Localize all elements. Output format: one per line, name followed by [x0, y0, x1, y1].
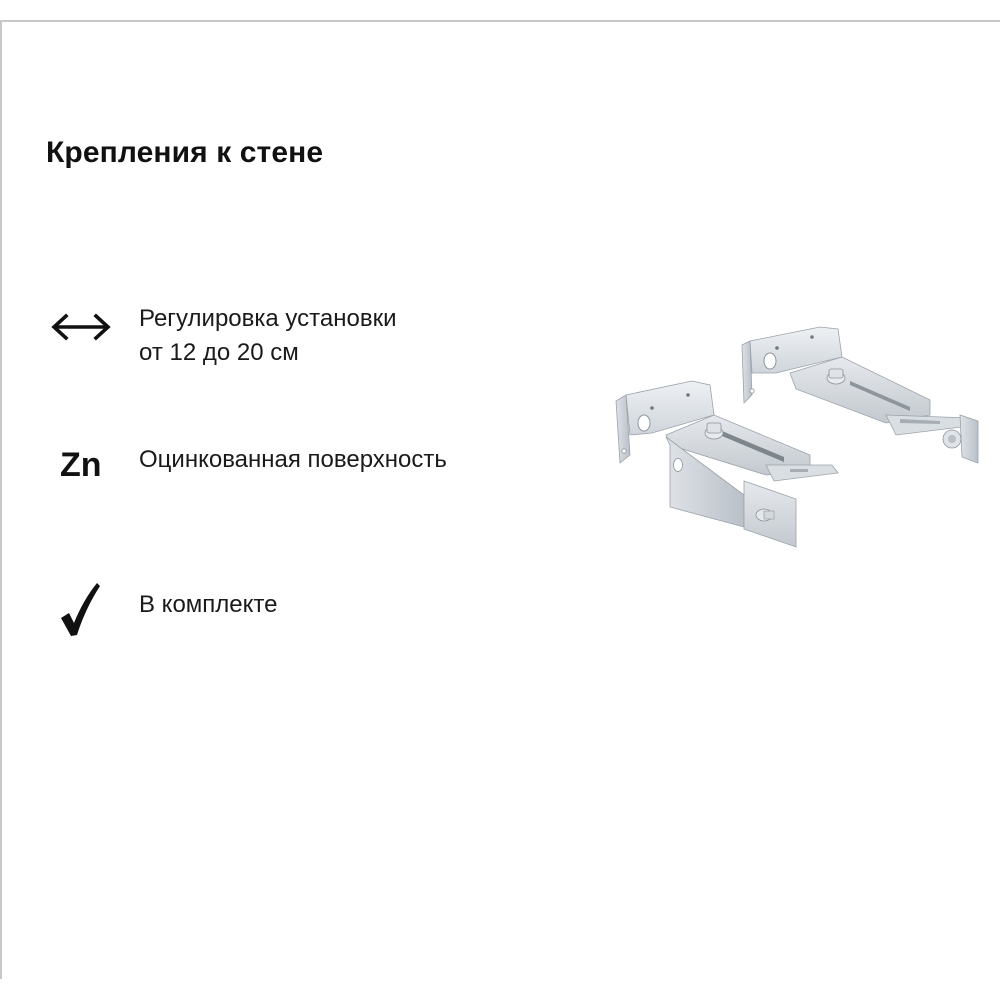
feature-included-text: В комплекте [139, 588, 277, 622]
feature-zinc-line-1: Оцинкованная поверхность [139, 446, 447, 473]
feature-zinc-text: Оцинкованная поверхность [139, 443, 447, 477]
bracket-front [615, 380, 839, 548]
feature-included-line-1: В комплекте [139, 591, 278, 618]
zinc-symbol-icon: Zn [60, 446, 102, 484]
product-image-wall-brackets [600, 315, 990, 555]
feature-adjustment-line-2: от 12 до 20 см [139, 339, 299, 366]
bracket-back [741, 326, 979, 464]
page-title: Крепления к стене [46, 136, 324, 169]
double-arrow-horizontal-icon [50, 313, 112, 341]
feature-adjustment-line-1: Регулировка установки [139, 305, 397, 332]
card-frame [0, 20, 1000, 979]
feature-adjustment-text: Регулировка установки от 12 до 20 см [139, 302, 396, 370]
checkmark-icon [58, 580, 102, 638]
